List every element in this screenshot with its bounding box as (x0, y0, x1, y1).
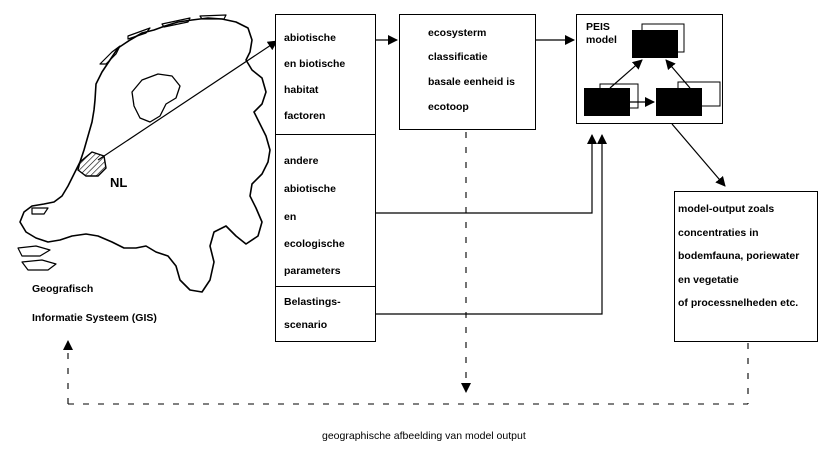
factors-divider-2 (275, 286, 376, 287)
ecosystem-line: ecosysterm (428, 27, 487, 39)
habitat-line: habitat (284, 84, 319, 96)
ecosystem-box (399, 14, 536, 130)
output-line: en vegetatie (678, 274, 739, 286)
habitat-line: en biotische (284, 58, 346, 70)
factors-box (275, 14, 376, 342)
output-line: bodemfauna, poriewater (678, 250, 800, 262)
scenario-line: Belastings- (284, 296, 341, 308)
scenario-line: scenario (284, 319, 328, 331)
params-line: abiotische (284, 183, 336, 195)
output-line: of processnelheden etc. (678, 297, 799, 309)
output-line: concentraties in (678, 227, 759, 239)
map-to-factors-arrow (97, 40, 278, 161)
habitat-line: factoren (284, 110, 326, 122)
netherlands-map (17, 14, 271, 293)
peis-model-box (576, 14, 723, 124)
params-line: andere (284, 155, 319, 167)
ecosystem-line: classificatie (428, 51, 488, 63)
ecosystem-line: ecotoop (428, 101, 469, 113)
footer-caption: geographische afbeelding van model outpu… (322, 430, 526, 442)
study-area (77, 151, 107, 177)
gis-label-line2: Informatie Systeem (GIS) (32, 312, 157, 324)
peis-subtitle: model (586, 34, 617, 46)
params-to-peis-arrow (376, 134, 597, 214)
output-line: model-output zoals (678, 203, 775, 215)
peis-to-output-arrow (671, 123, 726, 187)
scenario-to-peis-arrow (376, 134, 607, 315)
params-line: parameters (284, 265, 341, 277)
gis-label-line1: Geografisch (32, 283, 94, 295)
habitat-line: abiotische (284, 32, 336, 44)
params-line: en (284, 211, 297, 223)
params-line: ecologische (284, 238, 345, 250)
peis-title: PEIS (586, 21, 610, 33)
model-output-box (674, 191, 818, 342)
peis-model-diagram (584, 23, 721, 116)
factors-divider-1 (275, 134, 376, 135)
country-label: NL (110, 175, 128, 190)
ecosystem-line: basale eenheid is (428, 76, 515, 88)
